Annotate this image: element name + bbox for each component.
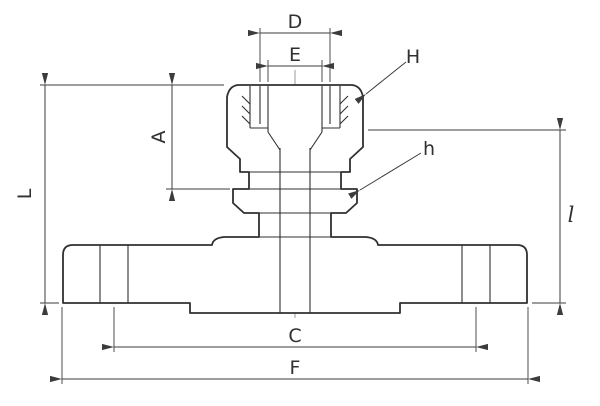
dim-label-L: L <box>14 188 36 199</box>
nut-cavity-walls <box>249 86 341 128</box>
dim-label-C: C <box>288 325 301 347</box>
ext-line-D <box>259 28 331 82</box>
leader-label-H: H <box>406 46 420 68</box>
tube-outer-walls <box>259 86 331 124</box>
leader-label-h: h <box>423 138 435 160</box>
tube-inner-walls <box>267 86 323 132</box>
bore-taper-lines <box>267 131 323 151</box>
ext-line-F <box>61 307 529 384</box>
dimension-labels-group: D E H h A L l C F <box>14 11 574 379</box>
dim-label-D: D <box>288 11 303 33</box>
part-outline-group <box>62 84 528 314</box>
leader-line-h <box>348 152 422 199</box>
dim-label-E: E <box>289 44 301 66</box>
leader-line-H <box>354 61 407 104</box>
internal-edges-group <box>99 86 491 313</box>
fitting-outline <box>62 84 528 314</box>
bolt-hole-lines <box>99 245 491 303</box>
bore-lines <box>279 148 311 313</box>
dimension-lines-group <box>41 29 564 383</box>
dim-label-F: F <box>290 357 301 379</box>
dim-label-l: l <box>568 203 575 227</box>
dim-label-A: A <box>148 131 170 144</box>
thread-hatch-lines <box>241 95 349 125</box>
